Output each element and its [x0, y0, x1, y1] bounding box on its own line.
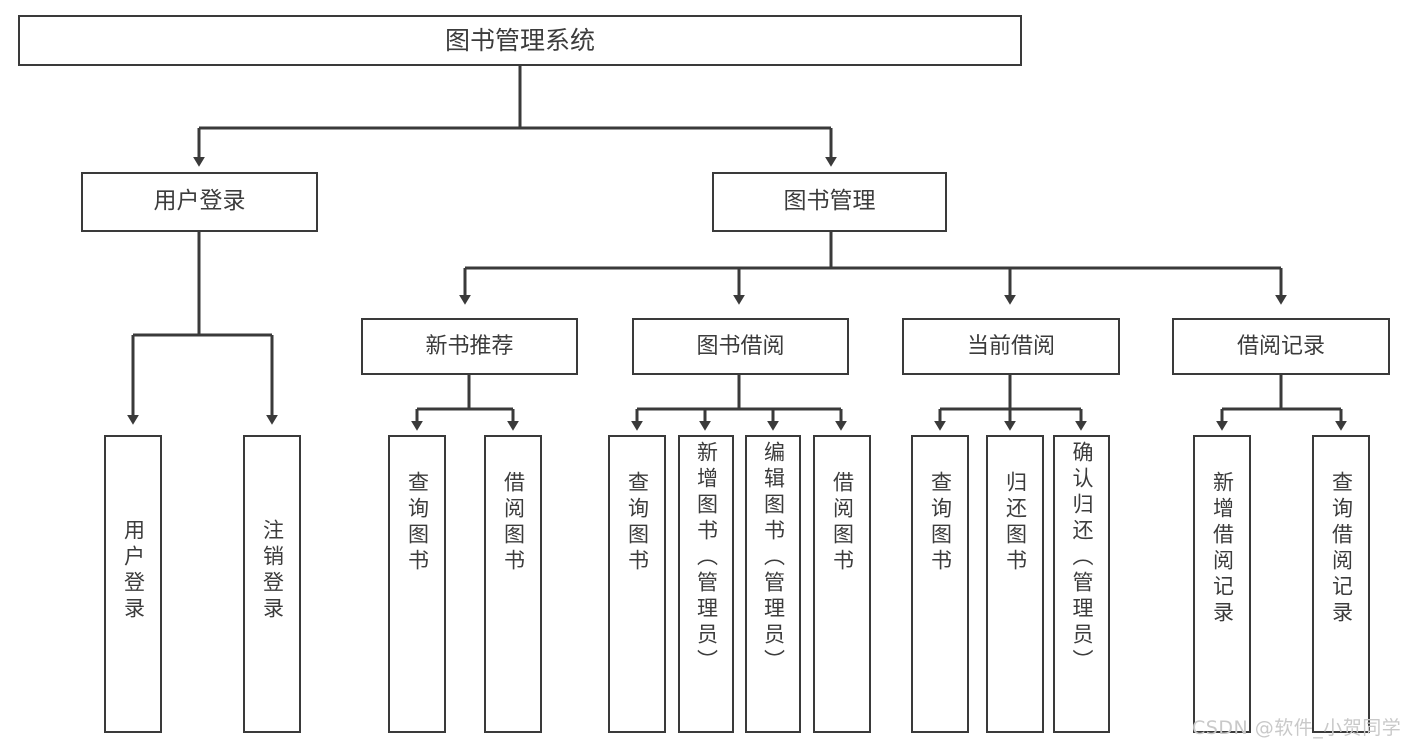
node-book-borrowing[interactable]: 图书借阅	[632, 318, 849, 375]
node-label: 借阅图书	[830, 471, 855, 575]
leaf-new-book-query-books[interactable]: 查询图书	[388, 435, 446, 733]
node-label: 新书推荐	[425, 333, 514, 359]
node-label: 注销登录	[260, 519, 285, 623]
node-label: 新增借阅记录	[1210, 471, 1235, 627]
node-label: 用户登录	[153, 188, 246, 215]
node-label: 归还图书	[1003, 471, 1028, 575]
node-current-borrowing[interactable]: 当前借阅	[902, 318, 1120, 375]
node-borrow-record[interactable]: 借阅记录	[1172, 318, 1390, 375]
leaf-current-borrow-query-books[interactable]: 查询图书	[911, 435, 969, 733]
node-book-management[interactable]: 图书管理	[712, 172, 947, 232]
leaf-current-borrow-confirm-return-admin[interactable]: 确认归还（管理员）	[1053, 435, 1110, 733]
node-label: 借阅图书	[501, 471, 526, 575]
leaf-book-borrow-add-book-admin[interactable]: 新增图书（管理员）	[678, 435, 734, 733]
node-label: 查询图书	[625, 471, 650, 575]
node-root-book-management-system[interactable]: 图书管理系统	[18, 15, 1022, 66]
leaf-user-login-login[interactable]: 用户登录	[104, 435, 162, 733]
node-label: 查询借阅记录	[1329, 471, 1354, 627]
leaf-user-login-logout[interactable]: 注销登录	[243, 435, 301, 733]
node-label: 查询图书	[928, 471, 953, 575]
node-label: 编辑图书（管理员）	[761, 441, 786, 675]
watermark-text: CSDN @软件_小贺同学	[1192, 717, 1402, 739]
node-label: 图书借阅	[696, 333, 785, 359]
leaf-new-book-borrow-books[interactable]: 借阅图书	[484, 435, 542, 733]
node-label: 新增图书（管理员）	[694, 441, 719, 675]
leaf-borrow-record-add-record[interactable]: 新增借阅记录	[1193, 435, 1251, 733]
node-label: 查询图书	[405, 471, 430, 575]
node-label: 当前借阅	[966, 333, 1055, 359]
node-label: 确认归还（管理员）	[1070, 441, 1094, 675]
node-label: 借阅记录	[1236, 333, 1325, 359]
node-label: 用户登录	[121, 519, 146, 623]
node-label: 图书管理系统	[444, 25, 595, 55]
leaf-book-borrow-query-books[interactable]: 查询图书	[608, 435, 666, 733]
node-user-login[interactable]: 用户登录	[81, 172, 318, 232]
node-new-book-recommendation[interactable]: 新书推荐	[361, 318, 578, 375]
leaf-book-borrow-borrow-books[interactable]: 借阅图书	[813, 435, 871, 733]
leaf-borrow-record-query-record[interactable]: 查询借阅记录	[1312, 435, 1370, 733]
node-label: 图书管理	[783, 188, 876, 215]
leaf-book-borrow-edit-book-admin[interactable]: 编辑图书（管理员）	[745, 435, 801, 733]
leaf-current-borrow-return-books[interactable]: 归还图书	[986, 435, 1044, 733]
